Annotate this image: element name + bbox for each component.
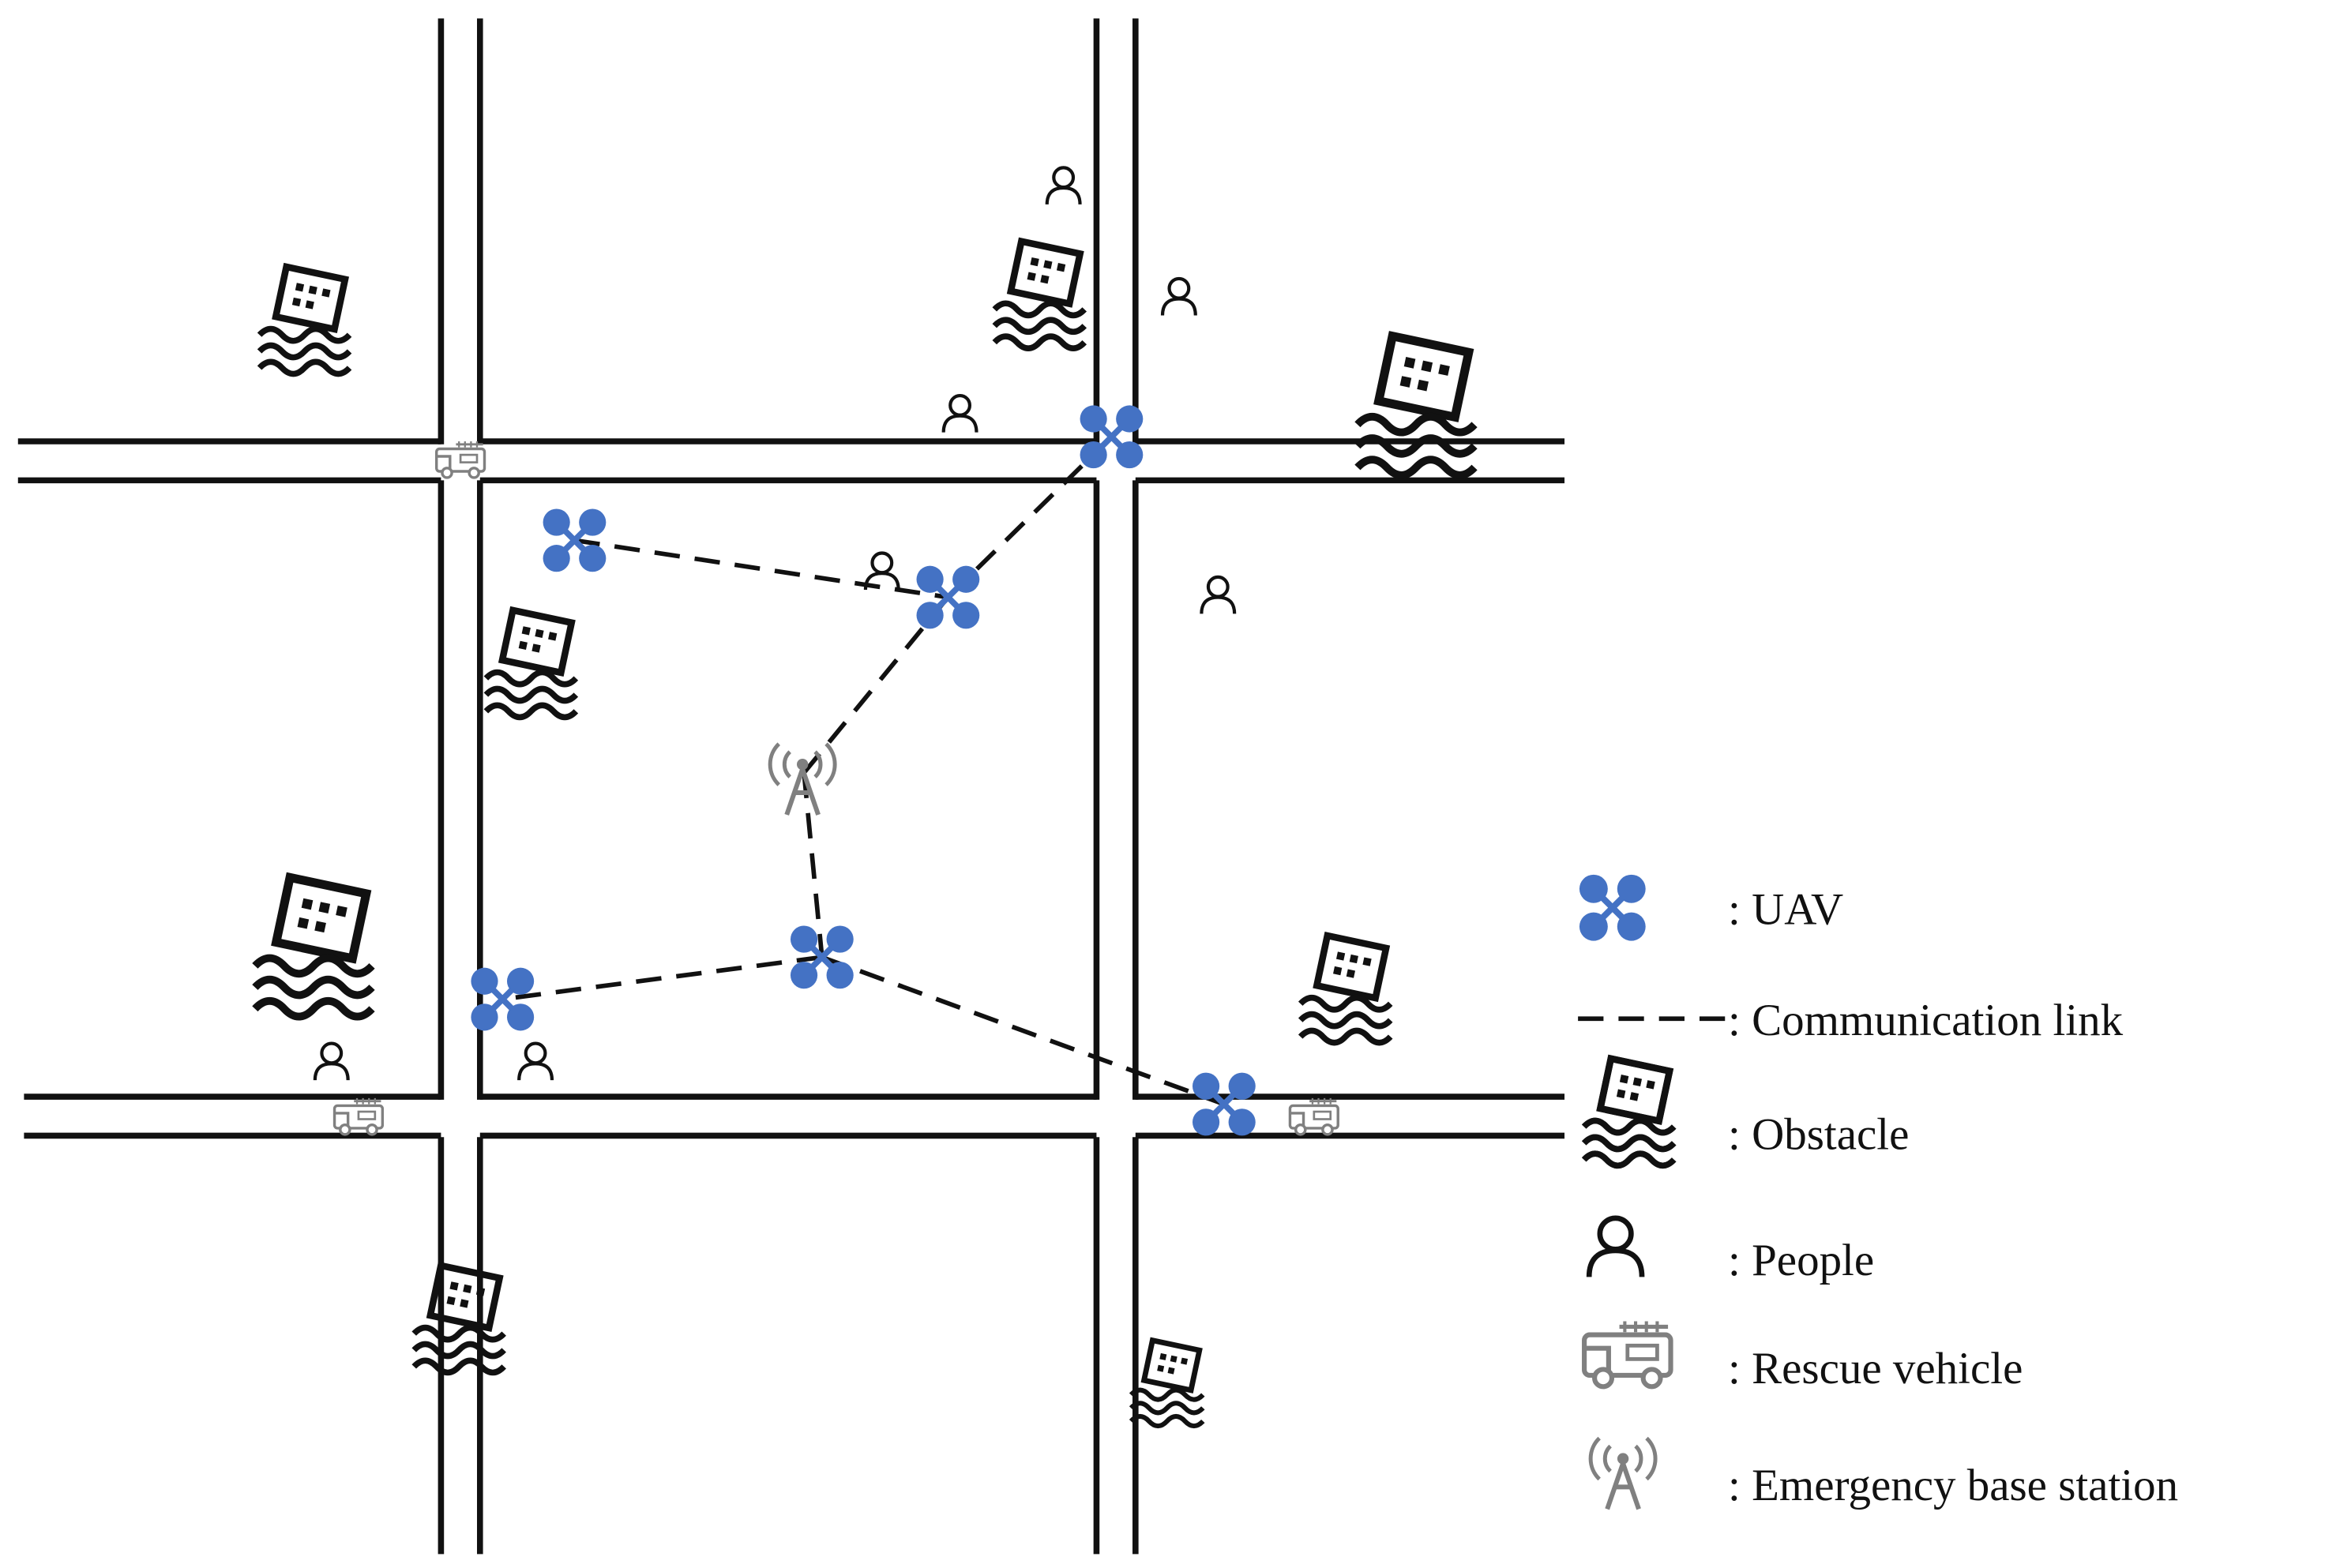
legend-label-vehicle: : Rescue vehicle xyxy=(1728,1344,2023,1394)
obstacle-icon xyxy=(994,242,1084,349)
uav-icon xyxy=(471,967,535,1031)
fire-truck-icon xyxy=(435,440,486,479)
person-icon xyxy=(1162,279,1196,316)
obstacle-icon xyxy=(1131,1341,1203,1426)
uav-icon xyxy=(790,925,854,989)
uav-icon xyxy=(1579,874,1646,941)
flooded-building-icon xyxy=(1584,1059,1674,1166)
obstacle-icon xyxy=(260,267,350,374)
person-icon xyxy=(519,1044,552,1081)
obstacle-icon xyxy=(414,1266,504,1373)
communication-links xyxy=(501,435,1225,1107)
communication-link xyxy=(821,955,1225,1107)
person-icon xyxy=(1047,167,1080,204)
radio-tower-icon xyxy=(1591,1439,1655,1510)
obstacle-icon xyxy=(1301,936,1391,1043)
obstacle-icon xyxy=(255,877,372,1016)
fire-truck-icon xyxy=(1288,1097,1339,1136)
legend-label-uav: : UAV xyxy=(1728,885,1843,935)
legend-label-link: : Communication link xyxy=(1728,996,2124,1045)
uav-icon xyxy=(1080,405,1144,469)
uav-icon xyxy=(543,508,607,572)
legend: : UAV : Communication link : Obstacle : … xyxy=(1578,874,2178,1510)
person-icon xyxy=(315,1044,348,1081)
communication-link xyxy=(501,955,823,1002)
uav-icon xyxy=(916,565,980,629)
road-network xyxy=(17,18,1565,1555)
fire-truck-icon xyxy=(332,1097,385,1136)
legend-label-obstacle: : Obstacle xyxy=(1728,1109,1909,1159)
communication-link xyxy=(574,538,948,600)
person-icon xyxy=(944,396,977,433)
obstacle-layer xyxy=(255,242,1674,1426)
uav-layer xyxy=(471,405,1256,1136)
legend-label-people: : People xyxy=(1728,1236,1874,1285)
person-icon xyxy=(1589,1218,1642,1277)
communication-link xyxy=(802,772,824,958)
person-icon xyxy=(1201,577,1234,614)
legend-label-base-station: : Emergency base station xyxy=(1728,1461,2178,1510)
obstacle-icon xyxy=(1358,336,1474,475)
obstacle-icon xyxy=(486,610,576,718)
fire-truck-icon xyxy=(1584,1322,1670,1387)
uav-icon xyxy=(1192,1072,1256,1136)
